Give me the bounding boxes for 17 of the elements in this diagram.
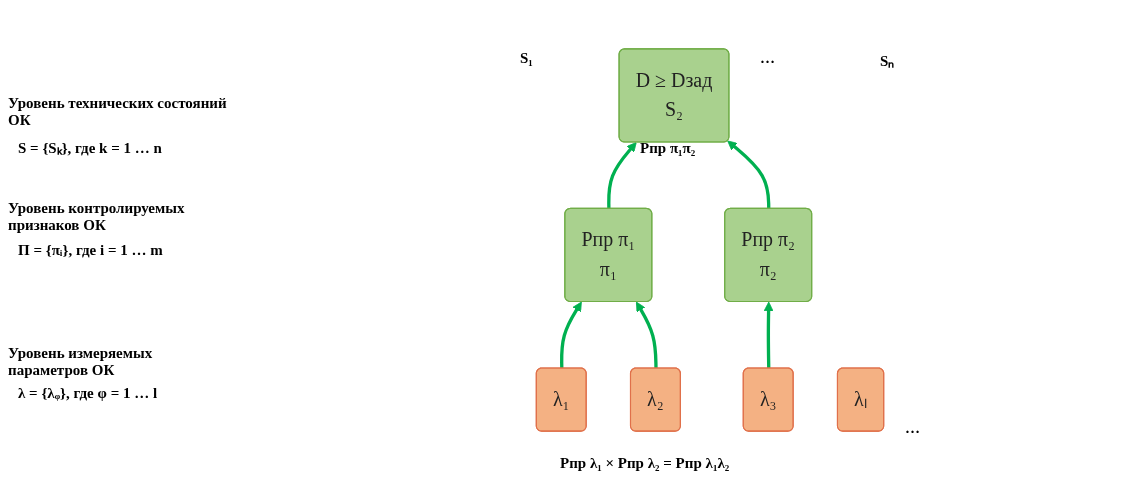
ellipsis: … (905, 420, 920, 437)
level-label: Уровень контролируемых признаков ОК (8, 200, 186, 234)
level-label: Уровень измеряемых параметров ОК (8, 345, 154, 379)
arrow (635, 301, 658, 369)
arrow (560, 301, 582, 369)
level-label: Уровень технических состояний ОК (8, 95, 228, 129)
probability-label: Pпр π₁π₂ (640, 140, 696, 157)
formula-label: Π = {πᵢ}, где i = 1 … m (18, 242, 163, 259)
ellipsis: … (760, 50, 775, 67)
state-label: S₁ (520, 50, 533, 67)
arrow (607, 142, 637, 209)
formula-label: Pпр λ₁ × Pпр λ₂ = Pпр λ₁λ₂ (560, 455, 730, 472)
formula-label: S = {Sₖ}, где k = 1 … n (18, 139, 162, 157)
state-label: Sₙ (880, 52, 895, 70)
arrow (727, 140, 771, 209)
arrow (763, 301, 774, 369)
formula-label: λ = {λᵩ}, где φ = 1 … l (18, 385, 158, 402)
